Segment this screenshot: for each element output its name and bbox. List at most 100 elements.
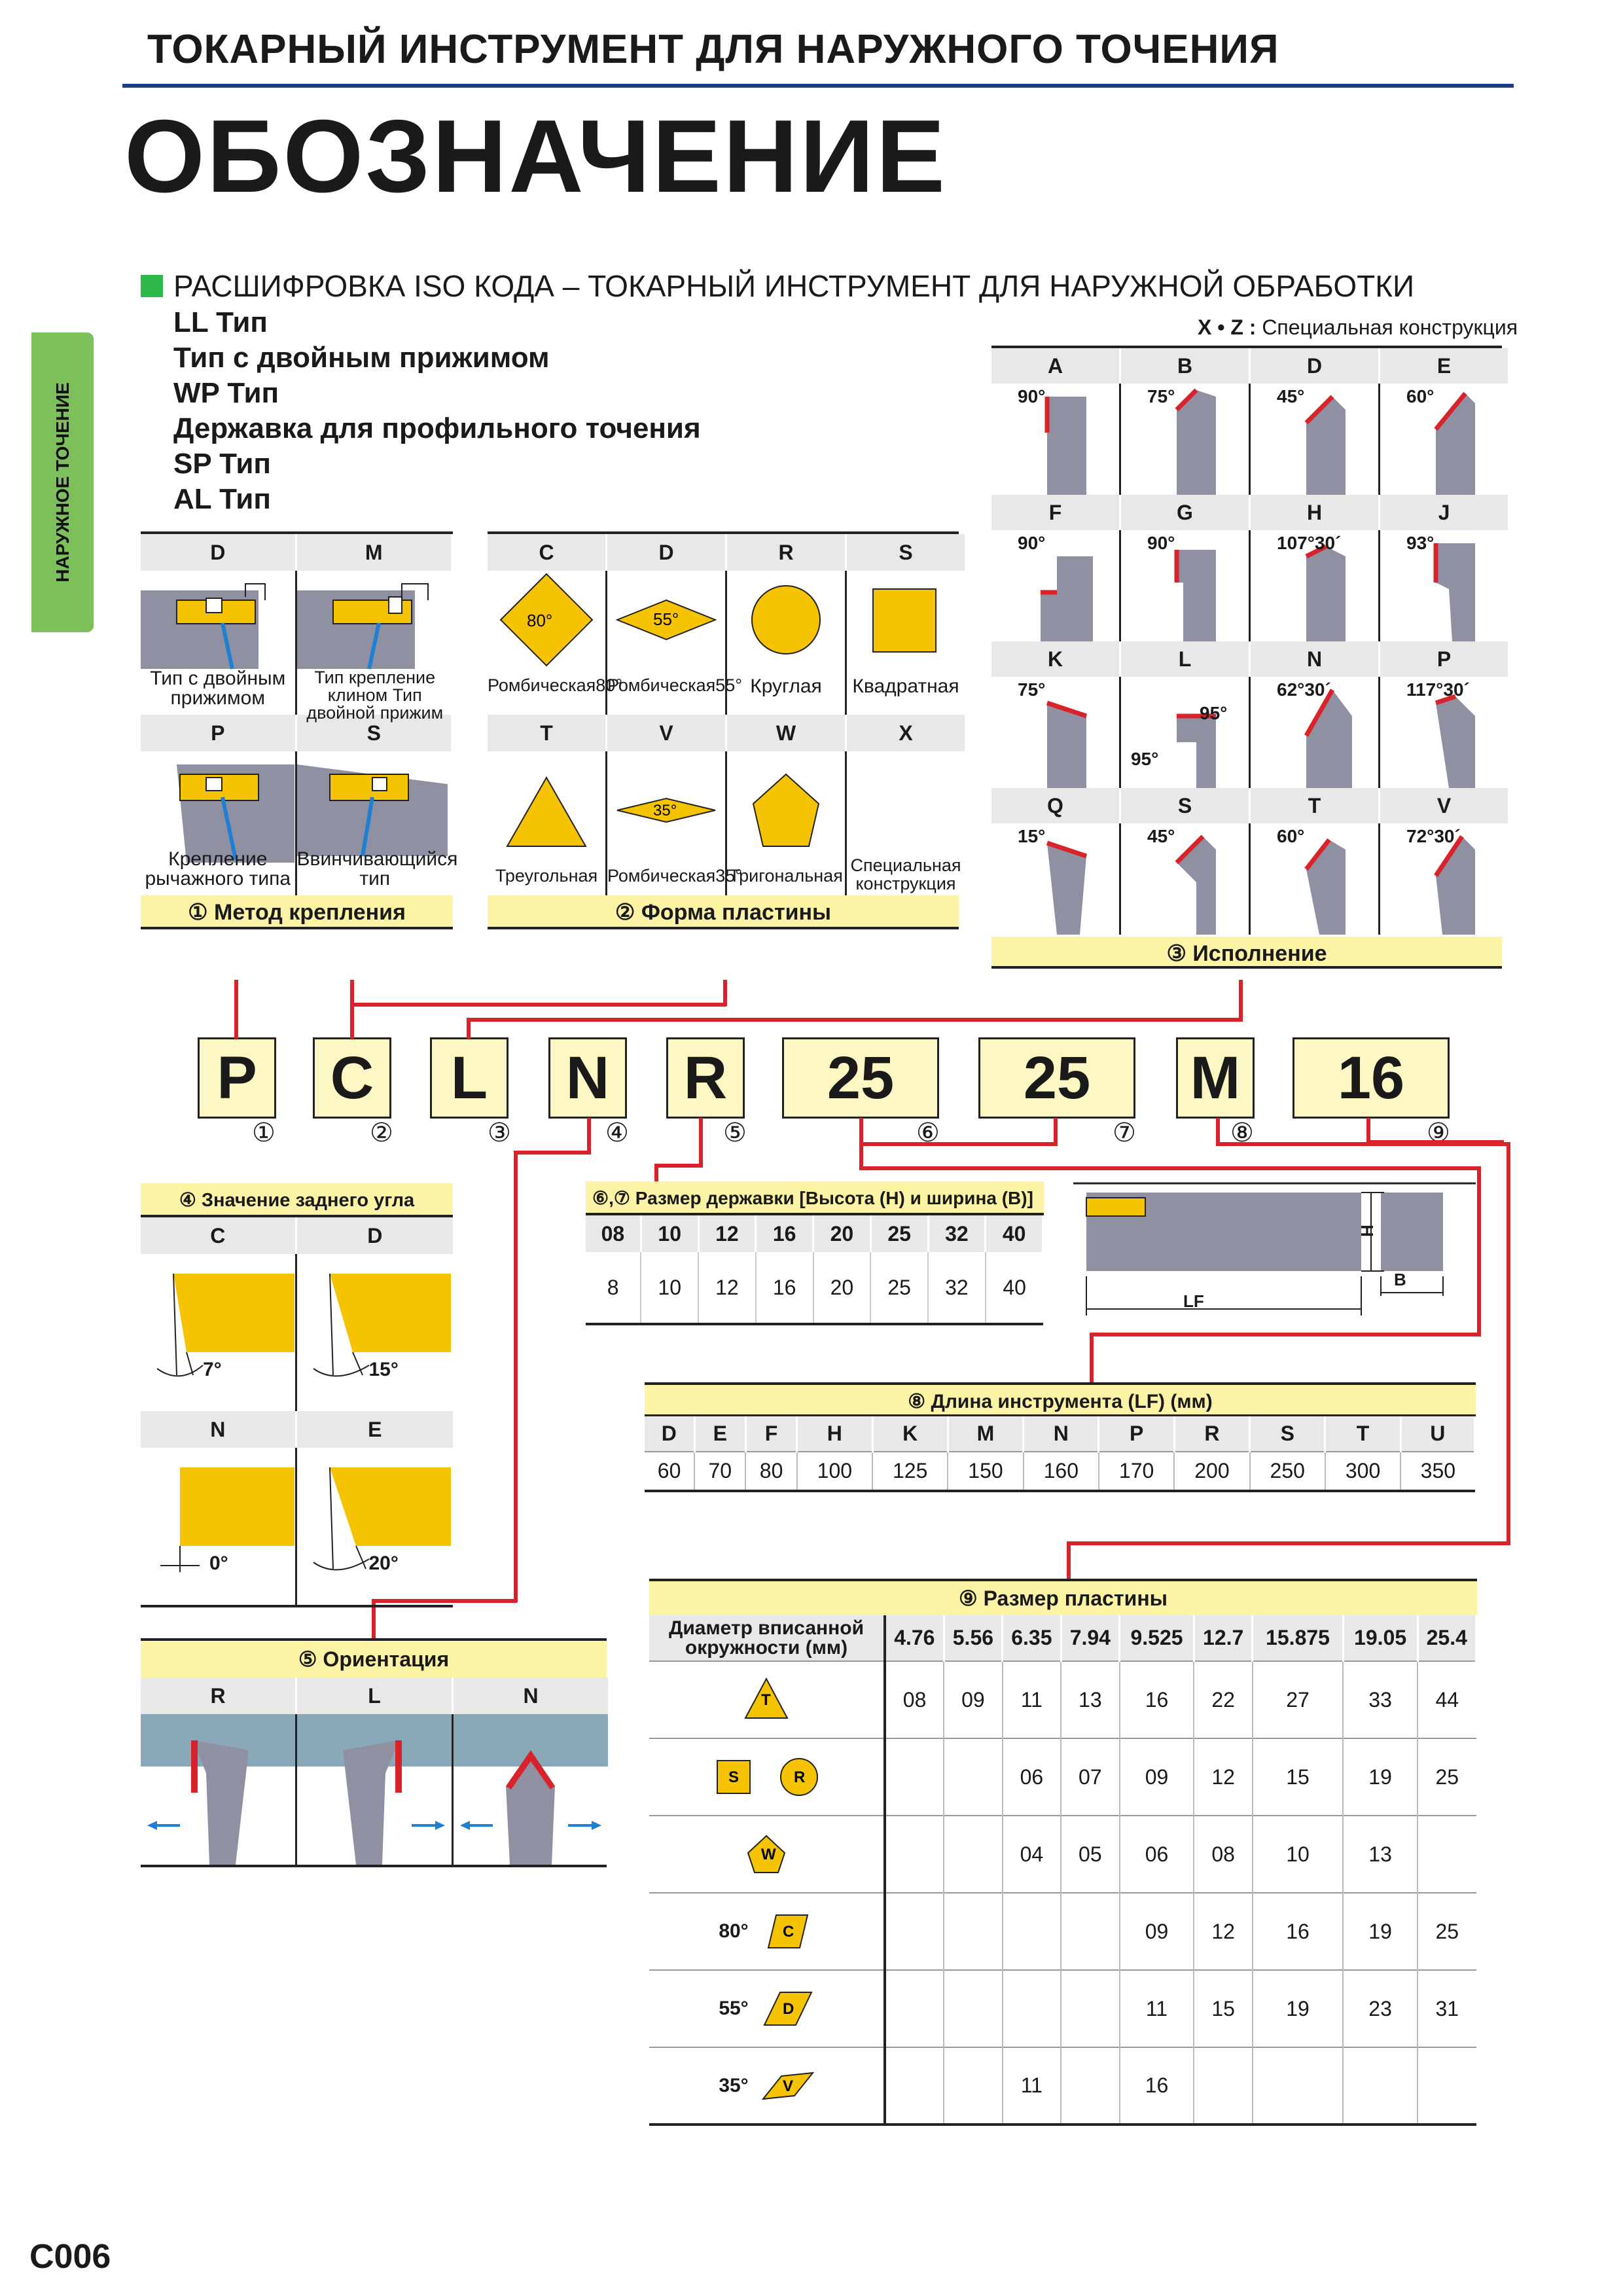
shape-code: T [488, 715, 607, 751]
style-k-tool-icon [1046, 700, 1088, 788]
insert-shape-cell: 80°C [649, 1892, 886, 1970]
shank-b-label: B [1394, 1270, 1406, 1289]
shank-value: 8 [586, 1252, 642, 1324]
side-section-tab[interactable]: НАРУЖНОЕ ТОЧЕНИЕ [31, 332, 94, 632]
clearance-angle: 7° [203, 1359, 222, 1380]
length-code: S [1249, 1416, 1327, 1452]
orientation-cell [297, 1714, 454, 1865]
insert-shape-cell: 35°V [649, 2047, 886, 2125]
clearance-code: D [296, 1217, 453, 1254]
clearance-cell: 7° [141, 1254, 297, 1411]
insert-size-value: 12 [1194, 1892, 1253, 1970]
style-code: F [991, 495, 1121, 530]
clamping-section: D M Тип с двойным прижимом Тип крепление… [141, 531, 457, 980]
length-value: 200 [1174, 1451, 1251, 1491]
clamp-code: S [296, 715, 453, 751]
insert-size-value [1418, 1815, 1476, 1893]
insert-size-value [1343, 2047, 1418, 2125]
rhombic-55-icon: 55° [615, 599, 717, 641]
style-code: G [1121, 495, 1251, 530]
clearance-d-icon [312, 1273, 451, 1377]
insert-size-value [885, 2047, 945, 2125]
svg-text:D: D [783, 2000, 794, 2018]
code-box-1: P [198, 1037, 276, 1119]
shank-value: 16 [755, 1252, 814, 1324]
shape-cell: Специальная конструкция [847, 751, 965, 895]
diameter-header: 5.56 [944, 1615, 1004, 1661]
style-cell: 90° [1121, 530, 1251, 641]
style-n-tool-icon [1304, 689, 1352, 788]
code-index: ② [370, 1119, 393, 1147]
insert-size-value: 22 [1194, 1660, 1253, 1738]
insert-size-value [1061, 2047, 1120, 2125]
clearance-e-icon [312, 1467, 451, 1571]
insert-size-value: 23 [1343, 1969, 1418, 2047]
svg-text:W: W [761, 1846, 776, 1863]
xz-text: Специальная конструкция [1262, 315, 1518, 339]
insert-size-value [1252, 2047, 1344, 2125]
insert-size-value [885, 1815, 945, 1893]
style-caption: ③ Исполнение [991, 935, 1502, 969]
orientation-cell [141, 1714, 297, 1865]
insert-shape-wrap: 80°C [649, 1905, 883, 1958]
style-cell: 60° [1380, 384, 1508, 495]
code-index: ① [252, 1119, 276, 1147]
insert-shape-section: C D R S 80° Ромбическая80° 55° Ромбическ… [488, 531, 965, 980]
insert-size-value: 11 [1002, 1660, 1062, 1738]
shank-value: 40 [1003, 1275, 1026, 1299]
orientation-cell [454, 1714, 608, 1865]
insert-size-value [944, 2047, 1003, 2125]
style-cell: 72°30´ [1380, 823, 1508, 935]
clamp-label: Тип крепление клином Тип двойной прижим [306, 668, 444, 723]
length-value: 160 [1023, 1451, 1099, 1491]
style-l-tool-icon [1177, 713, 1216, 788]
svg-text:S: S [728, 1768, 739, 1786]
insert-size-value: 27 [1252, 1660, 1344, 1738]
xz-code: X • Z : [1198, 315, 1257, 339]
shape-code: W [727, 715, 847, 751]
clearance-angle: 20° [368, 1552, 399, 1574]
style-q-tool-icon [1046, 840, 1088, 935]
style-code: H [1251, 495, 1380, 530]
insert-size-value: 19 [1343, 1892, 1418, 1970]
shape-cell: Тригональная [727, 751, 847, 895]
shape-label: Ромбическая55° [607, 675, 743, 695]
shape-cell: 80° Ромбическая80° [488, 571, 622, 715]
clearance-cell: 20° [297, 1448, 454, 1605]
shank-caption: ⑥,⑦ Размер державки [Высота (H) и ширина… [586, 1181, 1044, 1242]
insert-shape-caption: ② Форма пластины [488, 895, 959, 929]
insert-size-value: 06 [1002, 1738, 1062, 1816]
shank-drawing [1073, 1182, 1476, 1316]
style-g-tool-icon [1174, 550, 1216, 641]
diameter-header: 25.4 [1418, 1615, 1477, 1661]
style-s-tool-icon [1175, 834, 1216, 935]
clamping-caption: ① Метод крепления [141, 895, 453, 929]
length-caption: ⑧ Длина инструмента (LF) (мм) [645, 1382, 1476, 1416]
style-angle: 107°30´ [1277, 533, 1342, 553]
code-index: ⑦ [1113, 1119, 1136, 1147]
length-code: P [1098, 1416, 1175, 1452]
shank-h-label: H [1357, 1225, 1377, 1237]
orientation-code: R [141, 1677, 297, 1714]
style-f-tool-icon [1041, 556, 1093, 641]
style-cell: 95°95° [1121, 677, 1251, 788]
diameter-header: 9.525 [1119, 1615, 1195, 1661]
clearance-section: ④ Значение заднего угла пластины C D 7° … [141, 1183, 453, 1615]
length-code: R [1174, 1416, 1251, 1452]
length-value: 60 [645, 1451, 696, 1491]
style-angle: 117°30´ [1406, 679, 1470, 700]
length-value: 125 [872, 1451, 949, 1491]
style-t-tool-icon [1304, 838, 1346, 935]
style-cell: 75° [1121, 384, 1251, 495]
shape-cell: 35° Ромбическая35° [607, 751, 742, 895]
insert-angle: 80° [719, 1920, 749, 1942]
length-value: 250 [1249, 1451, 1326, 1491]
insert-shape-wrap: T [649, 1674, 883, 1726]
clearance-n-icon [160, 1467, 294, 1572]
trigon-insert-icon [752, 773, 820, 847]
diameter-header: 7.94 [1061, 1615, 1121, 1661]
